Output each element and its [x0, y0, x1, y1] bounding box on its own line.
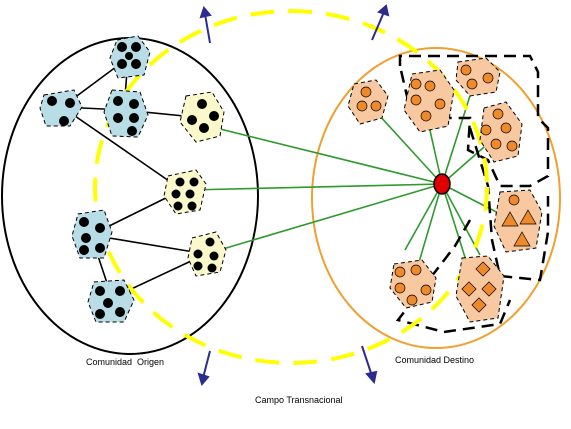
hub-node — [433, 173, 451, 195]
yellow-node — [163, 169, 207, 215]
blue-node — [87, 279, 135, 323]
transnational-field-label: Campo Transnacional — [255, 395, 343, 405]
blue-node — [109, 35, 151, 79]
orange-node — [455, 57, 501, 97]
orange-node — [347, 79, 389, 125]
transnational-field-ellipse — [93, 9, 489, 365]
blue-node — [103, 89, 149, 138]
destination-community-circle — [311, 47, 561, 349]
arrow-up-right-icon — [371, 4, 390, 41]
arrow-up-left-icon — [199, 6, 212, 44]
destination-groupings — [395, 54, 550, 334]
destination-orange-nodes — [347, 57, 543, 323]
arrow-down-left-icon — [197, 350, 211, 387]
blue-node — [39, 89, 83, 127]
yellow-node — [187, 231, 227, 277]
orange-node — [403, 69, 455, 133]
yellow-node — [179, 91, 225, 143]
origin-yellow-nodes — [163, 91, 227, 277]
arrow-down-right-icon — [361, 345, 378, 385]
origin-community-label: Comunidad Origen — [86, 357, 164, 367]
blue-node — [71, 209, 113, 259]
orange-node — [455, 255, 505, 323]
orange-node — [479, 101, 523, 163]
orange-node — [493, 189, 543, 253]
orange-node — [389, 259, 437, 309]
destination-community-label: Comunidad Destino — [395, 355, 474, 365]
origin-blue-nodes — [39, 35, 151, 323]
expansion-arrows — [197, 4, 390, 387]
